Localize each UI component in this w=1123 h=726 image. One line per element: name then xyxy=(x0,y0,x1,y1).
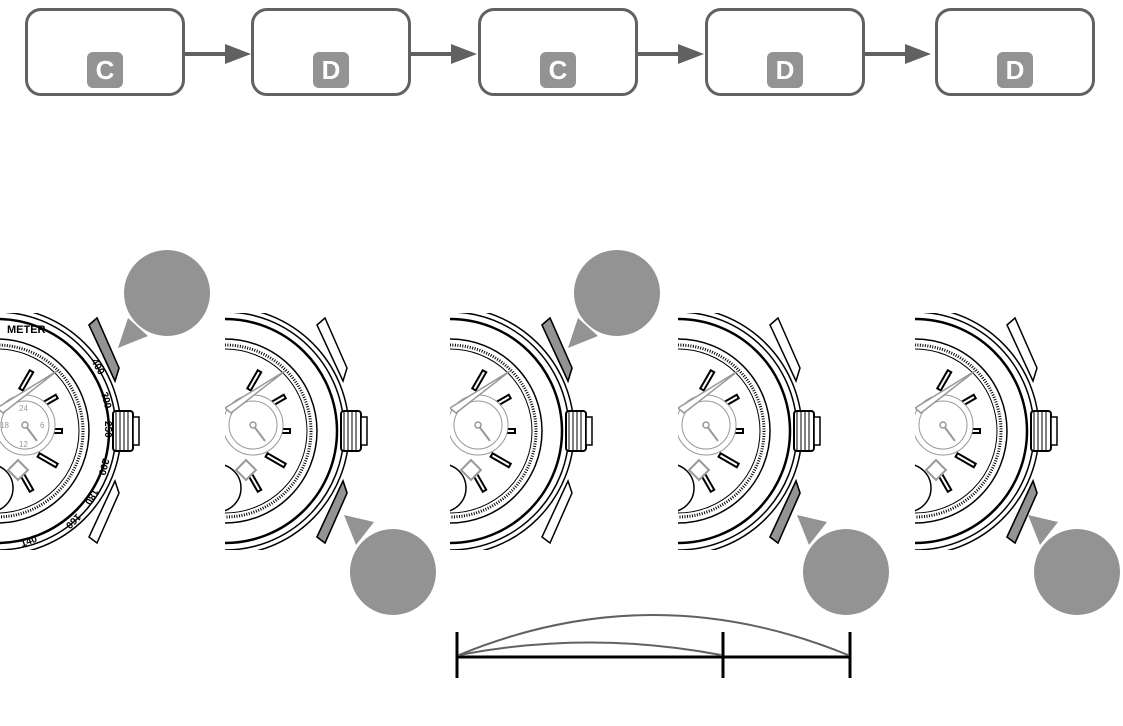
button-badge: C xyxy=(540,52,576,88)
step-5: D xyxy=(935,8,1095,96)
bezel-number: 300 xyxy=(98,391,113,410)
bezel-number: 250 xyxy=(102,421,113,438)
step-1: C xyxy=(25,8,185,96)
button-badge: D xyxy=(313,52,349,88)
arrow-icon xyxy=(411,44,477,64)
pusher-top-highlight xyxy=(541,316,573,384)
subdial-number: 12 xyxy=(19,440,28,449)
arrow-icon xyxy=(638,44,704,64)
step-3: C xyxy=(478,8,638,96)
watch-4 xyxy=(554,307,820,555)
press-indicator-icon xyxy=(797,515,889,615)
bezel-number: 200 xyxy=(96,457,111,476)
press-indicator-icon xyxy=(1028,515,1120,615)
subdial-number: 6 xyxy=(40,421,45,430)
press-indicator-icon xyxy=(344,515,436,615)
step-2: D xyxy=(251,8,411,96)
press-indicator-icon xyxy=(118,250,210,348)
watch-5 xyxy=(791,307,1057,555)
button-badge: C xyxy=(87,52,123,88)
button-badge: D xyxy=(767,52,803,88)
pusher-bottom-highlight xyxy=(769,478,801,545)
button-badge: D xyxy=(997,52,1033,88)
pusher-bottom-highlight xyxy=(316,478,348,545)
watch-3 xyxy=(326,307,592,555)
press-indicator-icon xyxy=(568,250,660,348)
arrow-icon xyxy=(865,44,931,64)
pusher-bottom-highlight xyxy=(1006,478,1038,545)
subdial-number: 24 xyxy=(19,404,28,413)
watch-1: METER 400 300 250 200 180 160 140 24 6 1… xyxy=(0,307,139,555)
arrow-icon xyxy=(185,44,251,64)
timing-bracket xyxy=(455,614,852,678)
step-4: D xyxy=(705,8,865,96)
watch-2 xyxy=(101,307,367,555)
pusher-top-highlight xyxy=(88,316,120,384)
bezel-label: METER xyxy=(7,324,46,336)
subdial-number: 18 xyxy=(0,421,9,430)
